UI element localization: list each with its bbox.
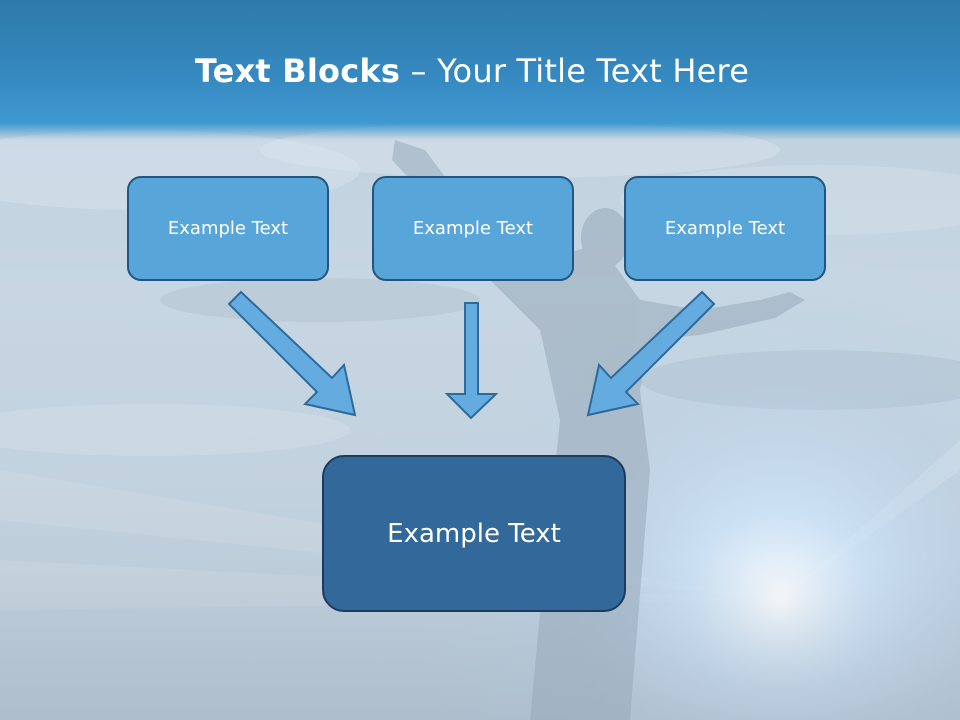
bottom-box-text: Example Text	[387, 518, 561, 549]
bottom-box[interactable]: Example Text	[322, 455, 626, 612]
title-bold-part: Text Blocks	[194, 52, 401, 90]
title-regular-part: Your Title Text Here	[437, 52, 750, 90]
top-box-1-text: Example Text	[167, 218, 289, 239]
arrow-center-icon	[444, 302, 499, 420]
header-band	[0, 0, 960, 140]
top-box-2[interactable]: Example Text	[372, 176, 574, 281]
arrow-left-icon	[227, 290, 357, 417]
top-box-2-text: Example Text	[412, 218, 534, 239]
title-separator: –	[400, 52, 438, 90]
top-box-1[interactable]: Example Text	[127, 176, 329, 281]
top-box-3-text: Example Text	[664, 218, 786, 239]
top-box-3[interactable]: Example Text	[624, 176, 826, 281]
arrow-right-icon	[586, 290, 716, 417]
slide-title: Text Blocks – Your Title Text Here	[0, 52, 944, 90]
